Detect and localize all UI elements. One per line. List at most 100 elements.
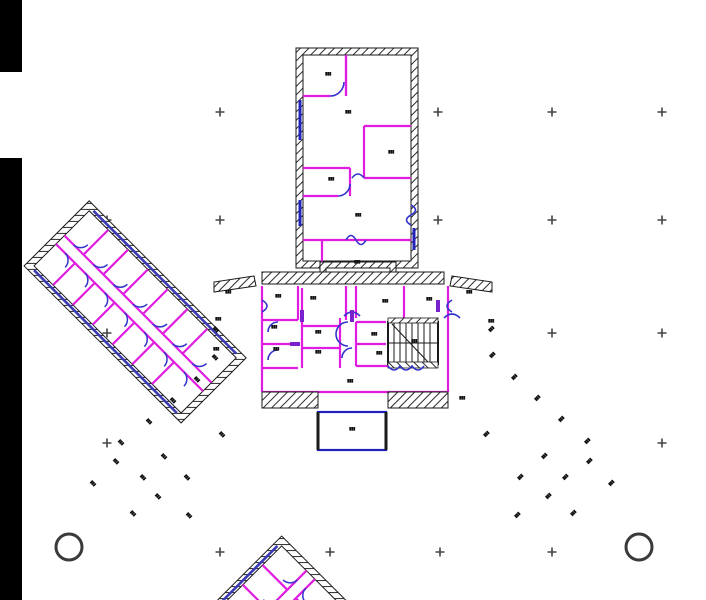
room-label: ▮▮▮ (325, 71, 332, 76)
core-mullions (290, 300, 440, 346)
north-block-glazing (298, 100, 416, 250)
grid-marker (657, 107, 667, 117)
room-label: ▮▮▮ (315, 349, 322, 354)
room-label: ▮▮▮ (466, 289, 473, 294)
room-label: ▮▮▮ (193, 375, 202, 384)
room-label: ▮▮▮ (218, 430, 227, 439)
room-label: ▮▮▮ (169, 396, 178, 405)
north-block (295, 47, 419, 285)
room-label: ▮▮▮ (516, 472, 525, 481)
room-label: ▮▮▮ (388, 149, 395, 154)
room-label: ▮▮▮ (275, 293, 282, 298)
room-label: ▮▮▮ (117, 438, 126, 447)
grid-marker (547, 215, 557, 225)
room-label: ▮▮▮ (459, 395, 466, 400)
room-label: ▮▮▮ (183, 473, 192, 482)
room-label: ▮▮▮ (585, 456, 594, 465)
room-label: ▮▮▮ (347, 378, 354, 383)
grid-marker (547, 328, 557, 338)
room-label: ▮▮▮ (112, 457, 121, 466)
room-label: ▮▮▮ (426, 296, 433, 301)
east-stair-icon (624, 532, 654, 562)
grid-marker (547, 547, 557, 557)
room-label: ▮▮▮ (411, 338, 418, 343)
east-wing-exterior-wall (123, 535, 348, 600)
room-label: ▮▮▮ (271, 324, 278, 329)
grid-marker (102, 328, 112, 338)
room-label-layer: ▮▮▮ ▮▮▮ ▮▮▮ ▮▮▮ ▮▮▮ ▮▮▮ ▮▮▮ ▮▮▮ ▮▮▮ ▮▮▮ ▮▮▮ ▮▮▮ ▮▮▮ ▮… (89, 71, 615, 520)
core-door-swings (261, 299, 461, 371)
room-label: ▮▮▮ (154, 492, 163, 501)
room-label: ▮▮▮ (557, 414, 566, 423)
room-label: ▮▮▮ (139, 473, 148, 482)
room-label: ▮▮▮ (225, 289, 232, 294)
room-label: ▮▮▮ (129, 509, 138, 518)
room-label: ▮▮▮ (540, 451, 549, 460)
room-label: ▮▮▮ (382, 298, 389, 303)
room-label: ▮▮▮ (160, 452, 169, 461)
room-label: ▮▮▮ (533, 393, 542, 402)
grid-marker (215, 215, 225, 225)
east-wing (123, 535, 348, 600)
north-block-partitions (303, 55, 411, 262)
room-label: ▮▮▮ (510, 372, 519, 381)
room-label: ▮▮▮ (569, 508, 578, 517)
grid-marker (657, 438, 667, 448)
room-label: ▮▮▮ (310, 295, 317, 300)
west-wing-door-swings (64, 244, 208, 387)
grid-marker (215, 547, 225, 557)
room-label: ▮▮▮ (315, 329, 322, 334)
grid-marker (325, 547, 335, 557)
grid-marker (657, 328, 667, 338)
room-label: ▮▮▮ (487, 324, 496, 333)
grid-marker (215, 107, 225, 117)
room-label: ▮▮▮ (561, 472, 570, 481)
room-label: ▮▮▮ (89, 479, 98, 488)
west-wing-exterior-wall (23, 200, 247, 424)
room-label: ▮▮▮ (212, 325, 221, 334)
room-label: ▮▮▮ (513, 510, 522, 519)
ui-panel-left (0, 158, 22, 600)
room-label: ▮▮▮ (185, 511, 194, 520)
grid-marker (102, 438, 112, 448)
west-wing (23, 200, 247, 424)
west-wing-glazing (33, 209, 238, 414)
stair-elevator-core (387, 317, 439, 369)
west-stair-icon (54, 532, 84, 562)
room-label: ▮▮▮ (213, 346, 220, 351)
grid-marker-layer (102, 107, 667, 557)
grid-marker (433, 107, 443, 117)
room-label: ▮▮▮ (215, 316, 222, 321)
west-wing-partitions (52, 229, 213, 392)
room-label: ▮▮▮ (488, 350, 497, 359)
room-label: ▮▮▮ (544, 491, 553, 500)
room-label: ▮▮▮ (345, 109, 352, 114)
room-label: ▮▮▮ (488, 318, 495, 323)
room-label: ▮▮▮ (376, 350, 383, 355)
room-label: ▮▮▮ (145, 417, 154, 426)
grid-marker (433, 215, 443, 225)
grid-marker (435, 547, 445, 557)
central-core (213, 271, 493, 394)
room-label: ▮▮▮ (482, 429, 491, 438)
room-label: ▮▮▮ (349, 426, 356, 431)
grid-marker (657, 215, 667, 225)
room-label: ▮▮▮ (355, 212, 362, 217)
room-label: ▮▮▮ (607, 478, 616, 487)
north-block-exterior-wall (295, 47, 419, 269)
east-wing-door-swings (262, 579, 307, 600)
east-wing-partitions (158, 564, 319, 600)
room-label: ▮▮▮ (354, 259, 361, 264)
room-label: ▮▮▮ (211, 353, 220, 362)
core-north-wall (261, 271, 445, 285)
room-label: ▮▮▮ (328, 176, 335, 181)
north-block-door-swings (329, 81, 417, 246)
east-wing-glazing (133, 545, 279, 600)
core-ne-wall (449, 275, 493, 293)
grid-marker (547, 107, 557, 117)
room-label: ▮▮▮ (583, 436, 592, 445)
core-partitions (260, 286, 450, 394)
main-entry-vestibule (261, 391, 449, 452)
